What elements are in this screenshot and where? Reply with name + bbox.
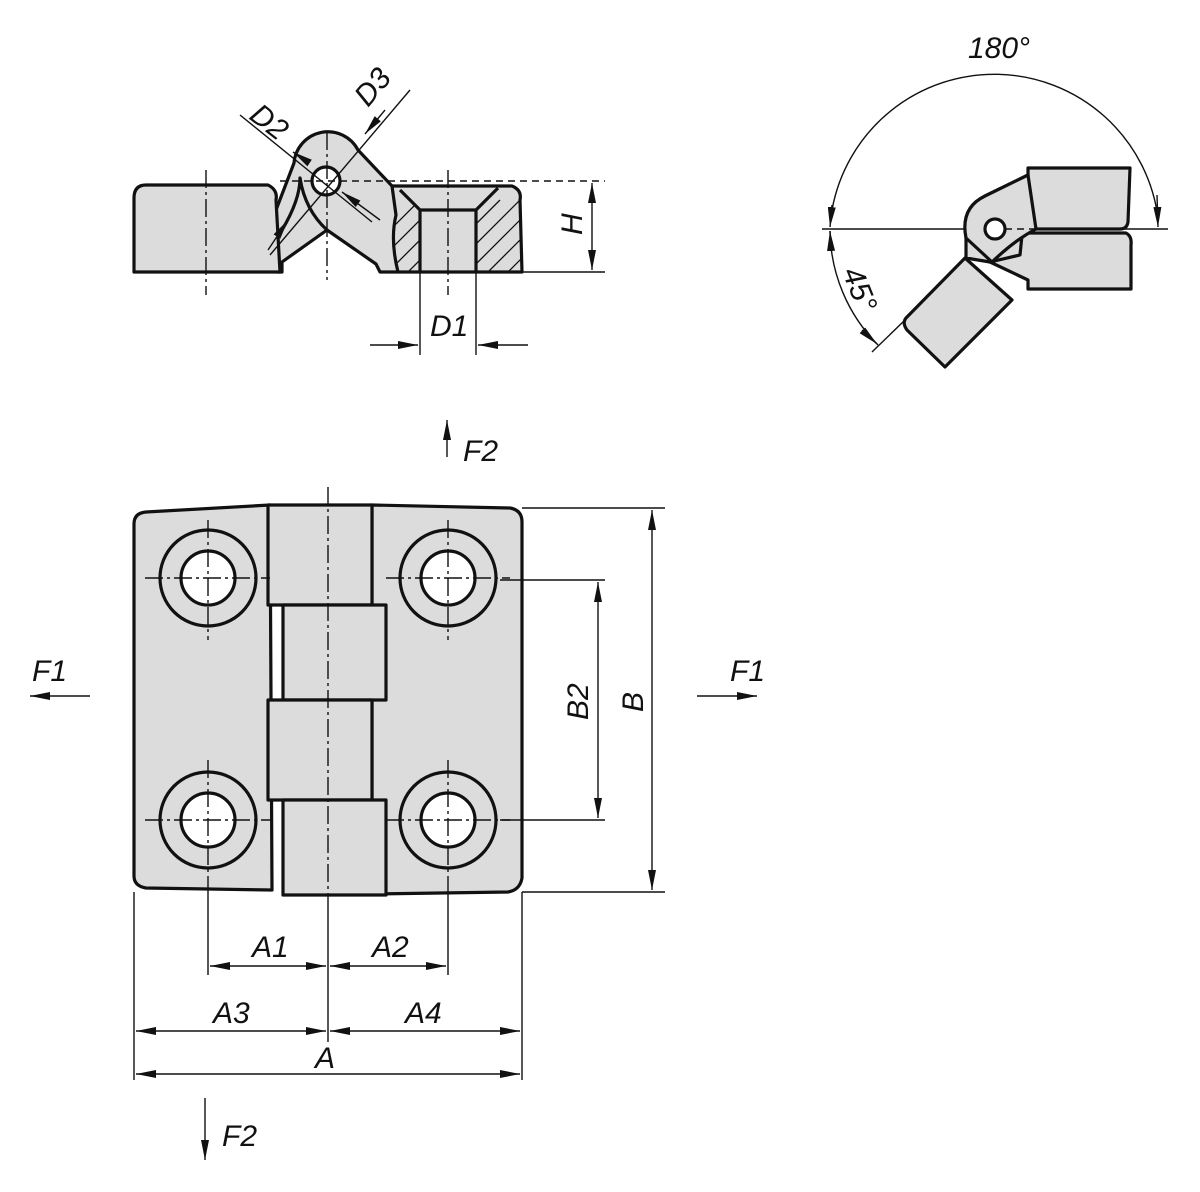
rotation-view: 180° 45° [822,32,1168,369]
label-a2: A2 [370,931,409,964]
label-f2-bottom: F2 [222,1120,257,1153]
label-a1: A1 [250,931,289,964]
label-a3: A3 [211,997,250,1030]
label-a4: A4 [403,997,442,1030]
label-a: A [313,1042,335,1075]
label-d3: D3 [348,62,398,113]
side-view: D2 D3 H D1 [132,62,605,355]
label-45-degrees: 45° [836,262,884,316]
label-f1-right: F1 [730,655,765,688]
label-d2: D2 [244,98,295,148]
label-b2: B2 [562,683,595,720]
label-f2-top: F2 [463,435,498,468]
front-view: F2 F1 F1 B2 B A1 A2 A3 A4 A F2 [30,420,765,1160]
label-h: H [556,213,589,235]
label-180-degrees: 180° [968,32,1030,65]
label-b: B [617,692,650,712]
label-d1: D1 [430,310,468,343]
label-f1-left: F1 [32,655,67,688]
